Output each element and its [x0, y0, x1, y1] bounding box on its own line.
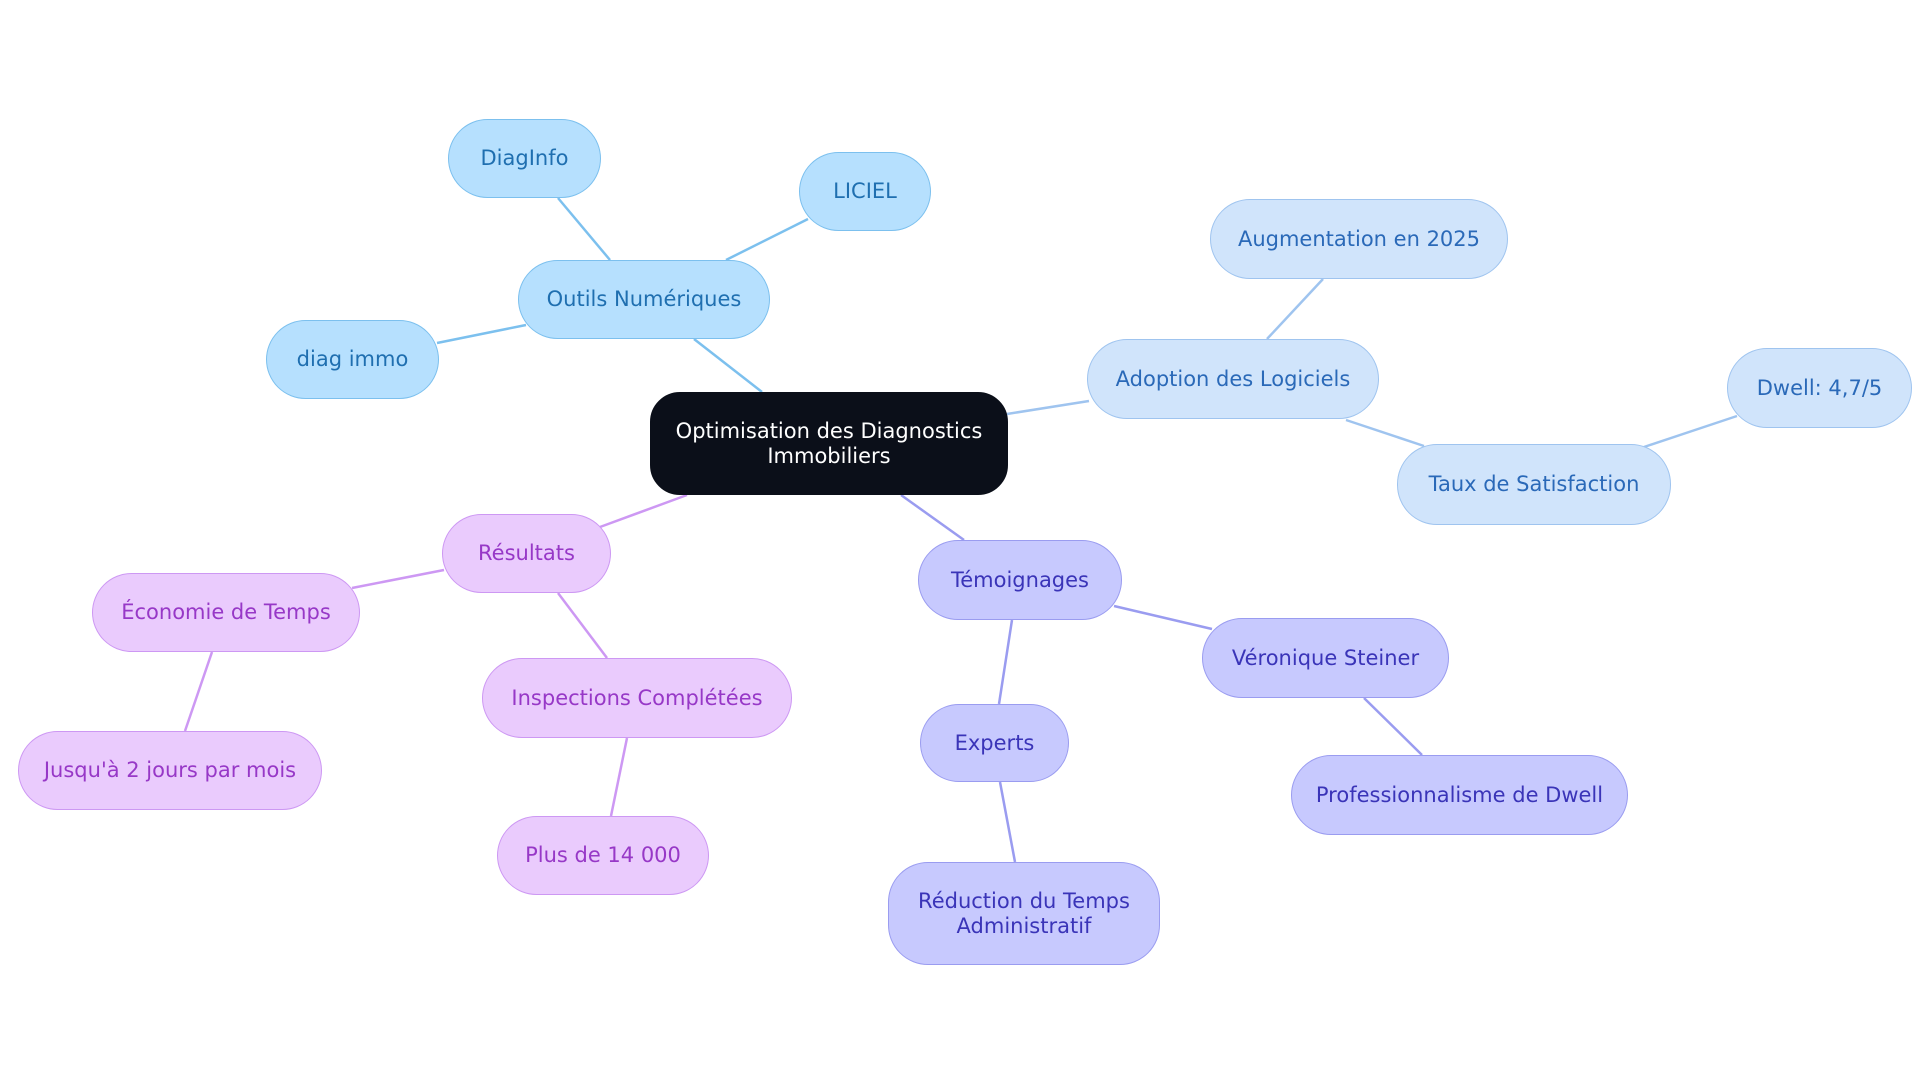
edge-resultats-inspections — [557, 592, 608, 659]
node-reduction-temps[interactable]: Réduction du Temps Administratif — [888, 862, 1160, 965]
node-reduction-temps-label: Réduction du Temps Administratif — [918, 888, 1130, 938]
edge-adoption-augmentation — [1266, 278, 1324, 340]
node-economie-temps[interactable]: Économie de Temps — [92, 573, 360, 652]
node-experts[interactable]: Experts — [920, 704, 1069, 782]
node-diaginfo[interactable]: DiagInfo — [448, 119, 601, 198]
edge-economie-jours — [183, 651, 214, 732]
node-diag-immo[interactable]: diag immo — [266, 320, 439, 399]
edge-root-outils — [693, 338, 763, 393]
node-professionnalisme-dwell[interactable]: Professionnalisme de Dwell — [1291, 755, 1628, 835]
edge-root-temoignages — [900, 493, 965, 542]
node-temoignages-label: Témoignages — [950, 567, 1090, 592]
edge-satisfaction-dwell — [1643, 414, 1738, 449]
edge-outils-liciel — [725, 217, 809, 262]
node-economie-temps-label: Économie de Temps — [121, 600, 331, 624]
node-adoption-logiciels-label: Adoption des Logiciels — [1115, 366, 1351, 391]
node-taux-satisfaction[interactable]: Taux de Satisfaction — [1397, 444, 1671, 525]
edge-root-resultats — [599, 493, 688, 529]
node-liciel[interactable]: LICIEL — [799, 152, 931, 231]
node-augmentation-2025[interactable]: Augmentation en 2025 — [1210, 199, 1508, 279]
node-experts-label: Experts — [954, 730, 1035, 755]
node-inspections-completees[interactable]: Inspections Complétées — [482, 658, 792, 738]
node-temoignages[interactable]: Témoignages — [918, 540, 1122, 620]
node-plus-14000[interactable]: Plus de 14 000 — [497, 816, 709, 895]
root-node[interactable]: Optimisation des Diagnostics Immobiliers — [650, 392, 1008, 495]
node-professionnalisme-dwell-label: Professionnalisme de Dwell — [1315, 782, 1604, 807]
edge-root-adoption — [1006, 399, 1090, 416]
edge-outils-diagimmo — [436, 323, 527, 345]
node-dwell-rating-label: Dwell: 4,7/5 — [1756, 375, 1883, 400]
edge-outils-diaginfo — [557, 197, 611, 261]
edge-temoignages-experts — [997, 619, 1014, 705]
node-augmentation-2025-label: Augmentation en 2025 — [1237, 226, 1481, 251]
edge-veronique-pro — [1363, 697, 1423, 756]
node-liciel-label: LICIEL — [833, 179, 897, 203]
edge-adoption-satisfaction — [1345, 418, 1425, 448]
node-veronique-steiner[interactable]: Véronique Steiner — [1202, 618, 1449, 698]
edge-inspections-plus — [609, 737, 629, 817]
node-taux-satisfaction-label: Taux de Satisfaction — [1428, 472, 1640, 496]
node-diag-immo-label: diag immo — [296, 347, 409, 371]
node-veronique-steiner-label: Véronique Steiner — [1231, 645, 1420, 670]
node-dwell-rating[interactable]: Dwell: 4,7/5 — [1727, 348, 1912, 428]
root-node-label: Optimisation des Diagnostics Immobiliers — [675, 418, 983, 468]
node-inspections-completees-label: Inspections Complétées — [511, 685, 763, 710]
node-outils-numeriques[interactable]: Outils Numériques — [518, 260, 770, 339]
node-outils-numeriques-label: Outils Numériques — [546, 287, 742, 311]
node-jours-par-mois[interactable]: Jusqu'à 2 jours par mois — [18, 731, 322, 810]
node-diaginfo-label: DiagInfo — [480, 146, 569, 170]
node-resultats-label: Résultats — [478, 541, 575, 565]
edge-temoignages-veronique — [1113, 604, 1213, 631]
node-plus-14000-label: Plus de 14 000 — [525, 843, 681, 867]
edge-experts-reduction — [998, 781, 1017, 863]
node-jours-par-mois-label: Jusqu'à 2 jours par mois — [43, 758, 297, 782]
node-resultats[interactable]: Résultats — [442, 514, 611, 593]
edge-resultats-economie — [351, 568, 445, 590]
node-adoption-logiciels[interactable]: Adoption des Logiciels — [1087, 339, 1379, 419]
